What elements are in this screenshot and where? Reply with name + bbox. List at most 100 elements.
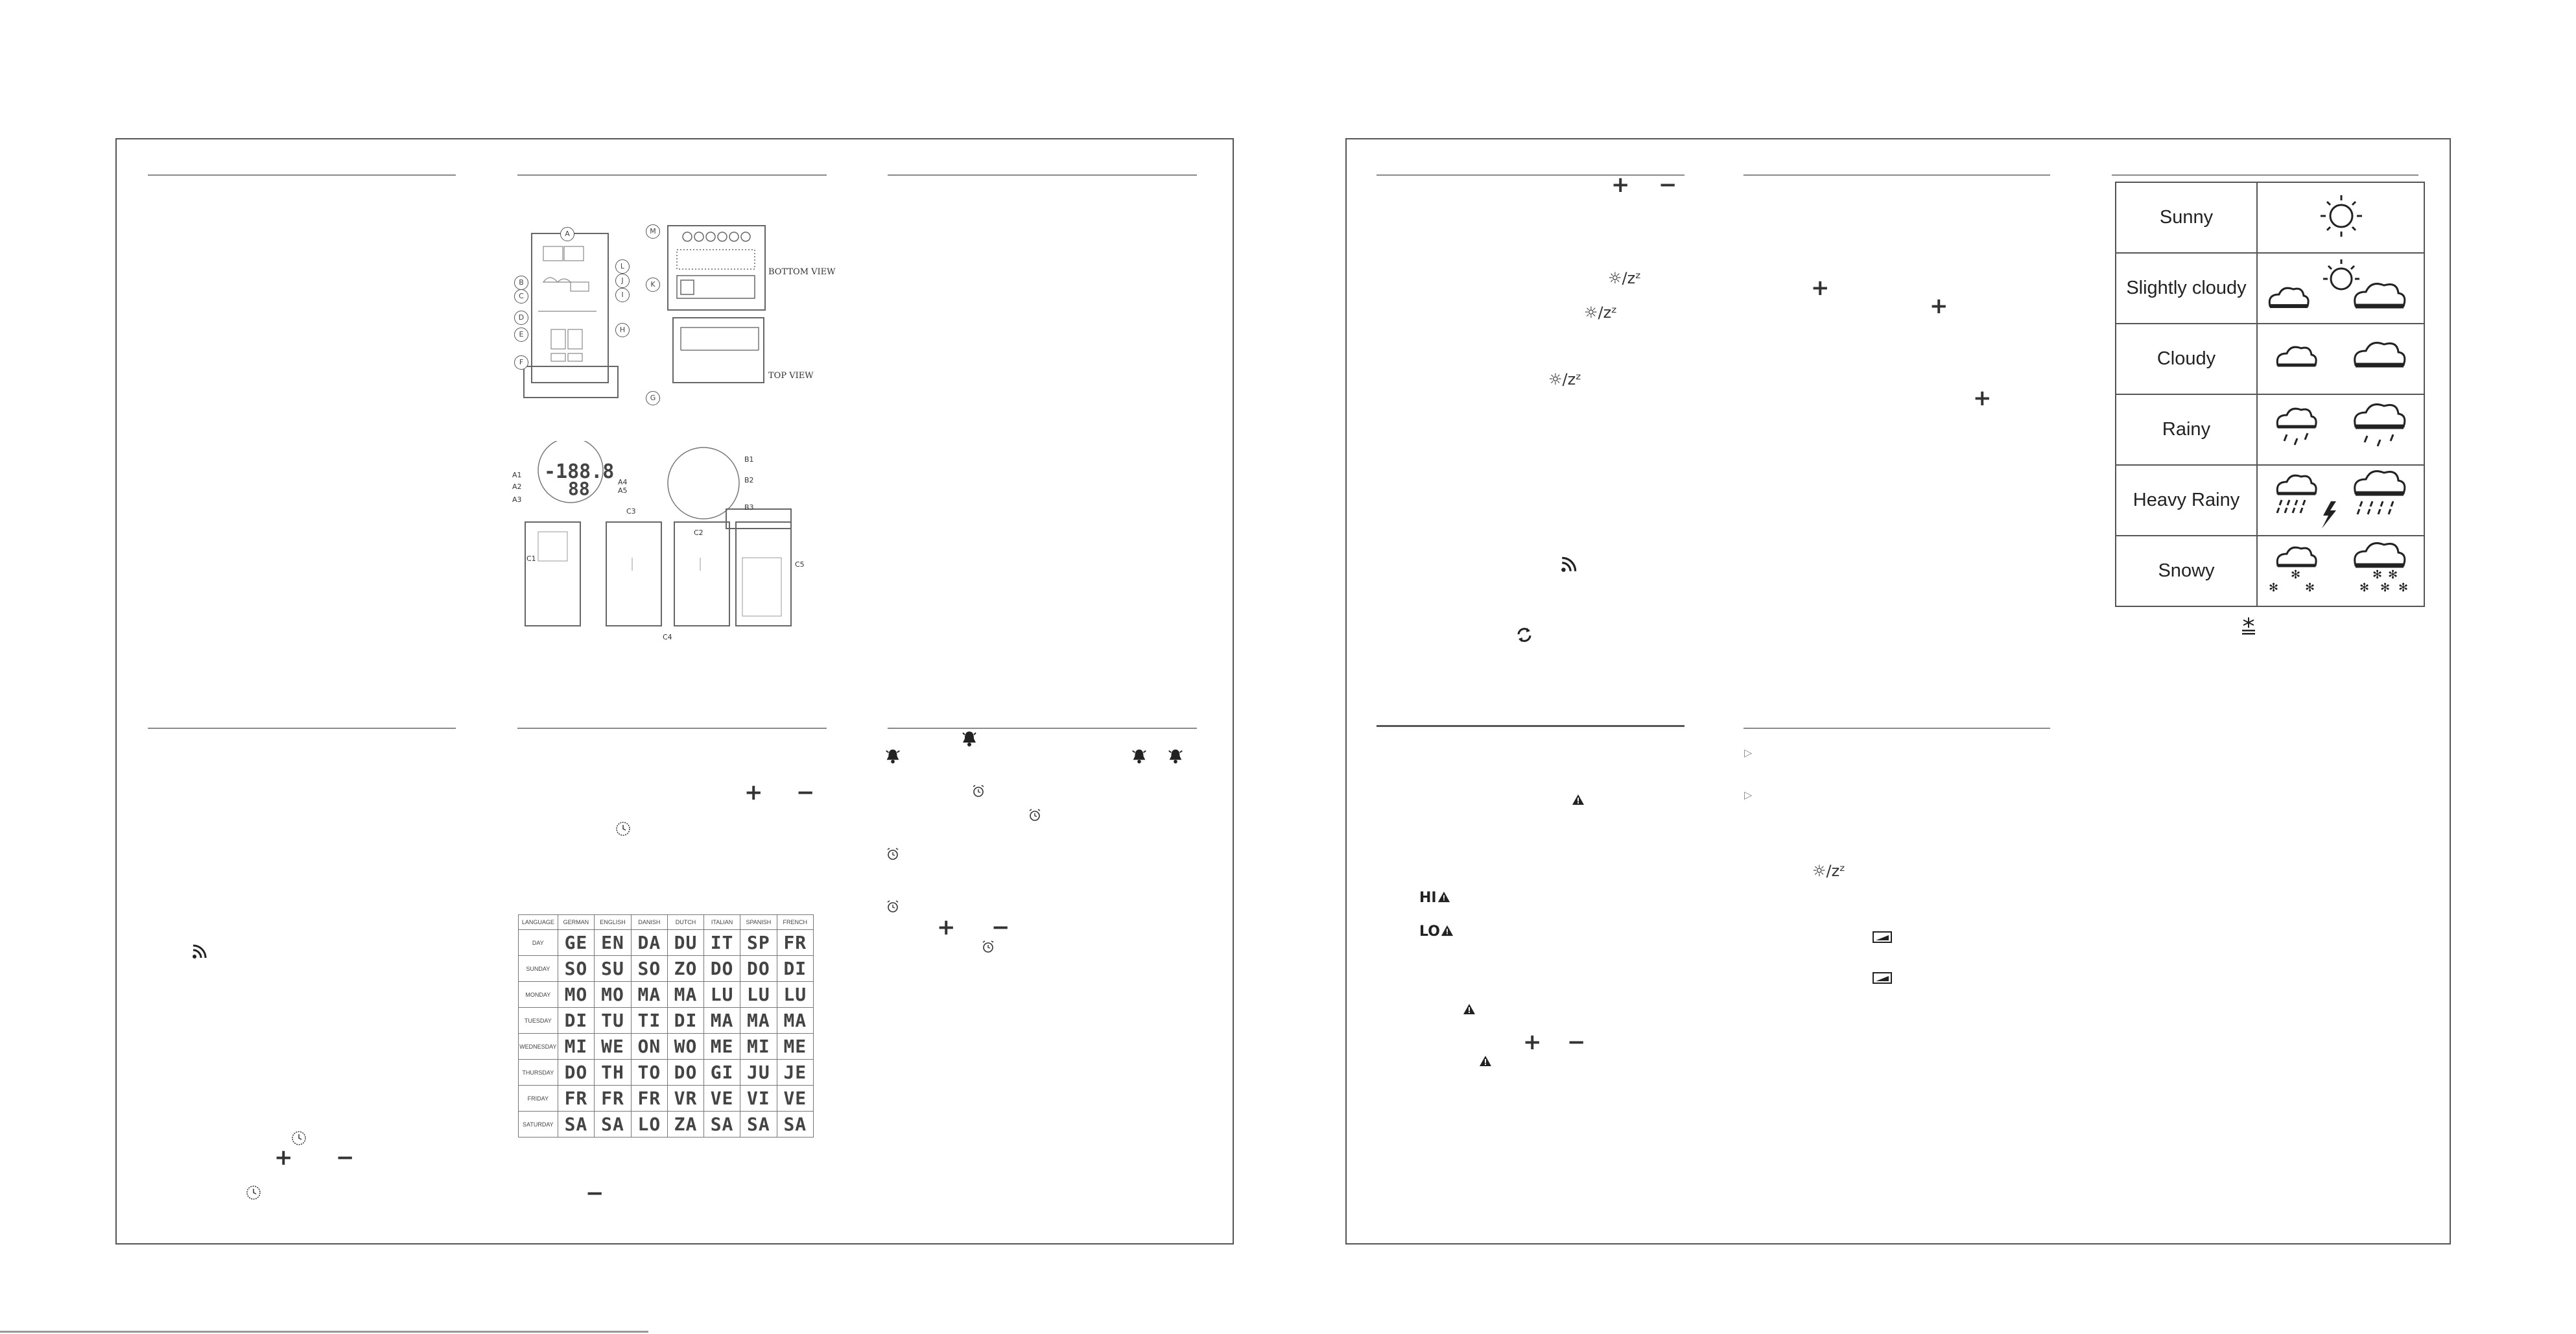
weather-label: Sunny [2115,182,2258,254]
section-rule [517,174,827,176]
table-row-label: TUESDAY [518,1007,558,1034]
label-a3: A3 [512,495,522,504]
front-view-diagram [523,233,619,398]
callout-e: E [514,328,528,342]
weather-icon-table: Sunny Slightly cloudy [2115,182,2425,607]
table-cell: SA [557,1111,595,1137]
table-header-cell: LANGUAGE [518,914,558,930]
table-header-cell: GERMAN [557,914,595,930]
svg-text:✻: ✻ [2359,581,2369,595]
weather-icon-cell [2256,394,2425,466]
table-cell: DO [667,1059,705,1086]
clock-icon [616,822,630,836]
table-row: MONDAY MO MO MA MA LU LU LU [518,981,814,1008]
weather-label: Snowy [2115,535,2258,607]
heavy-rain-icon [2276,470,2406,529]
callout-k: K [646,278,660,292]
table-header-cell: DANISH [630,914,668,930]
svg-text:✻: ✻ [2372,568,2382,582]
table-cell: ZA [667,1111,705,1137]
table-cell: MA [776,1007,814,1034]
hi-alert-label: HI [1419,890,1451,906]
table-row: Heavy Rainy [2115,464,2425,536]
plus-icon: + [274,1145,293,1171]
svg-text:✻: ✻ [2269,581,2278,595]
sun-icon [2321,195,2362,237]
table-cell: SO [630,955,668,982]
callout-g: G [646,391,660,405]
svg-text:✻: ✻ [2305,581,2315,595]
minus-icon: − [991,914,1010,940]
section-rule [148,174,456,176]
minus-icon: − [1567,1029,1586,1055]
alarm-clock-icon [887,900,899,912]
table-cell: GI [703,1059,741,1086]
table-row: THURSDAY DO TH TO DO GI JU JE [518,1059,814,1086]
table-header-cell: DUTCH [667,914,705,930]
table-cell: WE [594,1033,632,1060]
plus-icon: + [937,914,956,940]
table-row-label: SUNDAY [518,955,558,982]
table-cell: SU [594,955,632,982]
plus-icon: + [1973,385,1992,411]
label-a5: A5 [618,486,628,495]
table-cell: ON [630,1033,668,1060]
weather-icon-cell [2256,464,2425,536]
label-c2: C2 [694,529,703,537]
bullet-arrow-icon: ▷ [1744,789,1753,801]
clock-icon [292,1131,306,1145]
table-cell: SA [703,1111,741,1137]
table-cell: DU [667,929,705,956]
callout-h: H [615,323,630,337]
table-row: FRIDAY FR FR FR VR VE VI VE [518,1085,814,1112]
table-cell: TO [630,1059,668,1086]
table-row: Rainy [2115,394,2425,466]
table-header-cell: ITALIAN [703,914,741,930]
table-cell: MA [740,1007,777,1034]
table-cell: DI [667,1007,705,1034]
sensor-lcd-top: -188.8 [544,460,615,483]
table-cell: VE [703,1085,741,1112]
table-cell: JE [776,1059,814,1086]
weather-label: Heavy Rainy [2115,464,2258,536]
plus-icon: + [1523,1029,1542,1055]
table-cell: WO [667,1033,705,1060]
table-cell: FR [557,1085,595,1112]
section-rule [2112,174,2418,176]
table-row: Sunny [2115,182,2425,254]
table-row-label: SATURDAY [518,1111,558,1137]
callout-l: L [615,259,630,274]
table-cell: LU [740,981,777,1008]
top-view-label: TOP VIEW [768,371,814,381]
lo-text: LO [1419,923,1440,940]
weather-icon-cell [2256,252,2425,324]
weather-icon-cell [2256,323,2425,395]
table-cell: SA [776,1111,814,1137]
table-cell: ZO [667,955,705,982]
bottom-top-view-diagram [667,225,766,383]
table-row: Snowy ✻✻✻ ✻✻✻✻✻ [2115,535,2425,607]
alarm-clock-icon [982,940,994,953]
minus-icon: − [585,1180,604,1206]
alarm-bell-icon [886,749,900,764]
section-rule [517,728,827,729]
svg-text:✻: ✻ [2398,581,2408,595]
callout-j: J [615,274,630,288]
light-snooze-icon: ☼/zᶻ [1584,304,1617,322]
warning-icon [1463,1004,1475,1014]
table-cell: LU [703,981,741,1008]
table-cell: DA [630,929,668,956]
table-cell: ME [703,1033,741,1060]
table-cell: SP [740,929,777,956]
warning-icon [1441,925,1454,936]
minus-icon: − [336,1145,355,1171]
alarm-bell-icon [962,732,976,746]
label-c1: C1 [526,554,536,563]
label-c4: C4 [663,633,672,641]
table-cell: EN [594,929,632,956]
plus-icon: + [1611,172,1630,198]
table-cell: MO [594,981,632,1008]
weather-icon-cell [2256,182,2425,254]
battery-icon [1873,972,1892,984]
table-cell: DO [740,955,777,982]
